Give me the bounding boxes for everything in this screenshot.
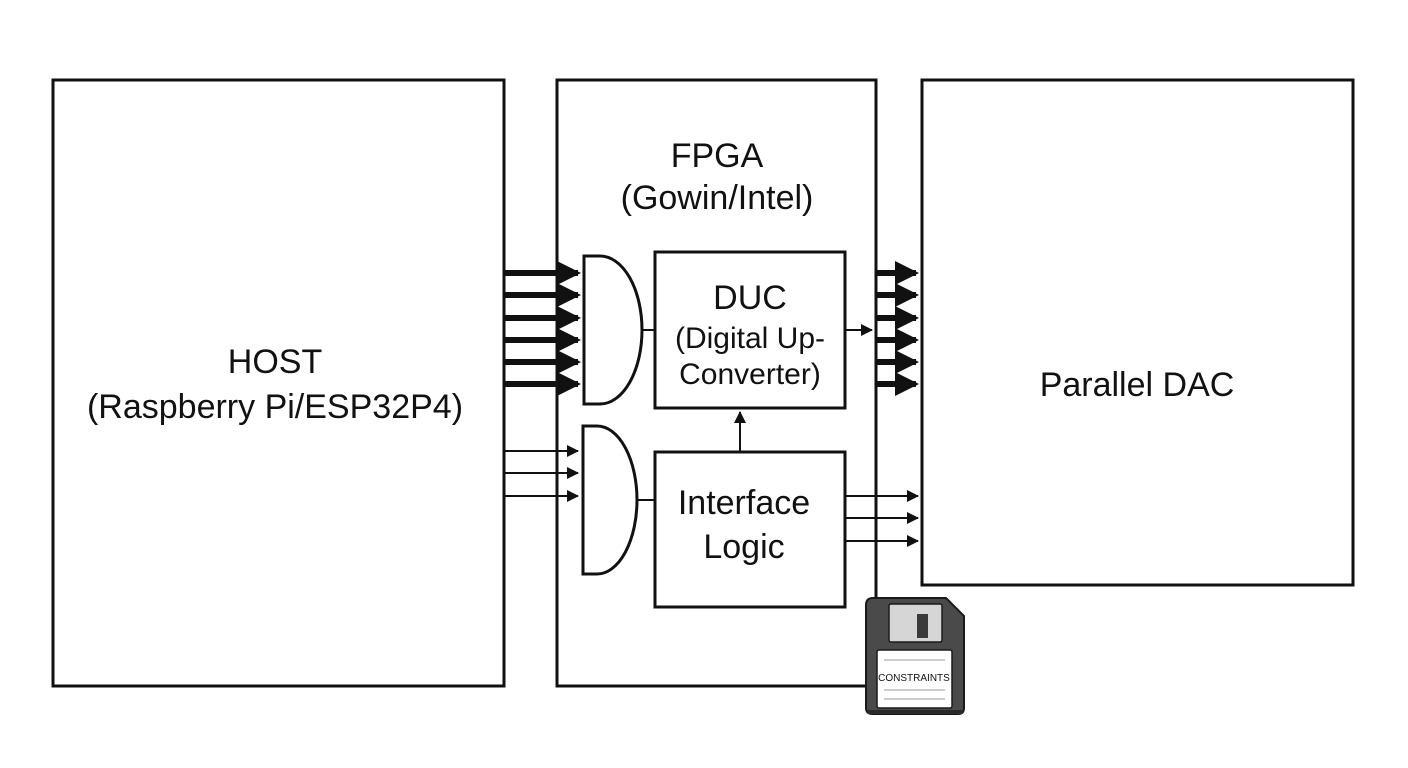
- floppy-shutter-slot: [917, 614, 928, 638]
- fpga-subtitle: (Gowin/Intel): [621, 179, 814, 217]
- duc-title: DUC: [713, 279, 787, 317]
- dac-block: Parallel DAC: [920, 78, 1355, 587]
- data-input-buffer-gate: [582, 254, 644, 406]
- host-control-lines: [505, 445, 579, 502]
- interface-logic-title-line2: Logic: [703, 528, 784, 566]
- floppy-shutter: [888, 603, 943, 643]
- dac-data-bus: [877, 261, 919, 396]
- duc-block: DUC (Digital Up- Converter): [653, 250, 847, 410]
- host-subtitle: (Raspberry Pi/ESP32P4): [87, 388, 463, 426]
- host-block: HOST (Raspberry Pi/ESP32P4): [51, 78, 506, 688]
- floppy-label-area: [876, 649, 953, 709]
- fpga-title: FPGA: [671, 137, 764, 175]
- duc-subtitle-line2: Converter): [679, 358, 821, 391]
- interface-logic-block: Interface Logic: [653, 450, 847, 609]
- duc-subtitle-line1: (Digital Up-: [675, 322, 825, 355]
- control-input-buffer-gate: [581, 424, 639, 576]
- floppy-disk-icon: CONSTRAINTS: [865, 597, 965, 715]
- floppy-label-text: CONSTRAINTS: [878, 673, 950, 684]
- dac-control-lines: [845, 490, 919, 547]
- dac-label: Parallel DAC: [1040, 366, 1235, 404]
- interface-logic-title-line1: Interface: [678, 484, 810, 522]
- host-title: HOST: [228, 343, 322, 381]
- host-data-bus: [505, 261, 581, 396]
